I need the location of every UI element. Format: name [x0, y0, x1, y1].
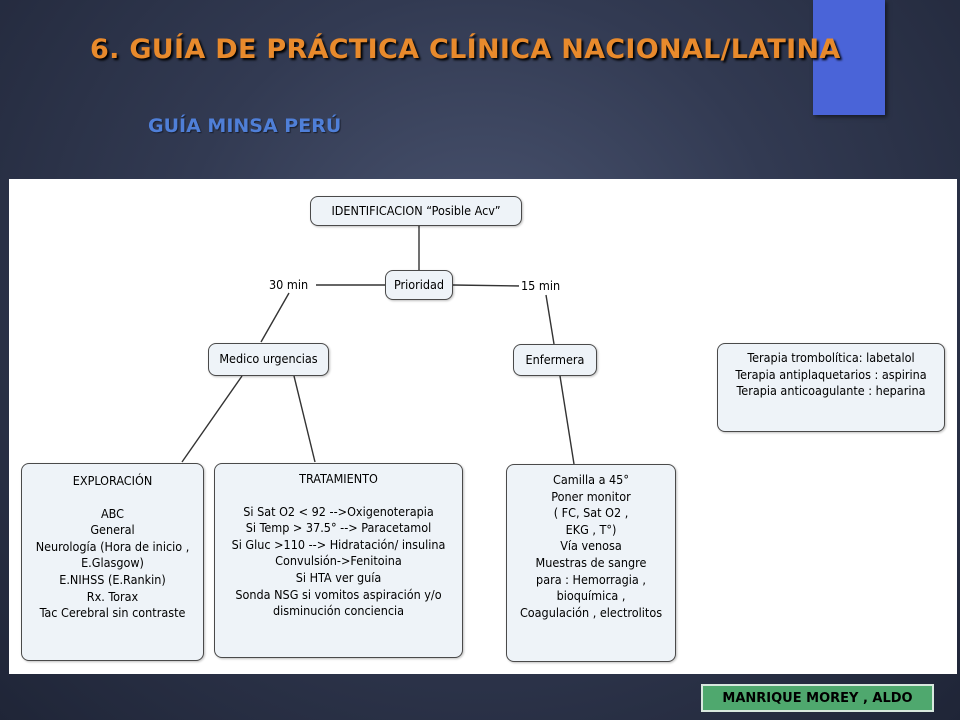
node-medico-label: Medico urgencias [219, 351, 318, 367]
node-prioridad-label: Prioridad [393, 276, 445, 292]
tratamiento-line: disminución conciencia [272, 603, 405, 619]
exploracion-line: Neurología (Hora de inicio , [35, 538, 190, 554]
tratamiento-line: Sonda NSG si vomitos aspiración y/o [235, 586, 442, 602]
enfermeria-line: EKG , T°) [565, 521, 617, 537]
node-enfermera-label: Enfermera [525, 351, 585, 367]
tratamiento-line: Si Gluc >110 --> Hidratación/ insulina [231, 536, 446, 552]
exploracion-line: Tac Cerebral sin contraste [39, 605, 186, 621]
enfermeria-line: Camilla a 45° [553, 472, 629, 487]
exploracion-line: E.Glasgow) [81, 555, 144, 571]
tratamiento-line: Convulsión->Fenitoina [275, 553, 402, 569]
node-medico-urgencias: Medico urgencias [208, 343, 329, 376]
node-prioridad: Prioridad [385, 270, 453, 300]
tratamiento-heading: TRATAMIENTO [299, 471, 378, 486]
node-exploracion: EXPLORACIÓN ABC General Neurología (Hora… [21, 463, 204, 661]
flowchart-panel: IDENTIFICACION “Posible Acv” Prioridad 3… [9, 179, 957, 674]
node-terapia: Terapia trombolítica: labetalol Terapia … [717, 343, 945, 432]
connector-prioridad-15min [452, 284, 522, 287]
exploracion-line: ABC [100, 505, 125, 521]
link-label-30min: 30 min [267, 277, 311, 292]
enfermeria-line: ( FC, Sat O2 , [553, 505, 629, 521]
enfermeria-line: para : Hemorragia , [536, 571, 646, 587]
enfermeria-line: Poner monitor [551, 488, 631, 504]
tratamiento-line: Si Sat O2 < 92 -->Oxigenoterapia [243, 503, 434, 519]
tratamiento-line: Si HTA ver guía [295, 569, 382, 585]
exploracion-line: Rx. Torax [86, 588, 139, 604]
terapia-line: Terapia trombolítica: labetalol [747, 350, 915, 365]
connector-lines [181, 225, 575, 465]
enfermeria-line: bioquímica , [556, 588, 626, 604]
enfermeria-line: Vía venosa [560, 538, 622, 554]
enfermeria-line: Coagulación , electrolitos [519, 604, 663, 620]
node-enfermera: Enfermera [513, 344, 597, 376]
terapia-line: Terapia anticoagulante : heparina [736, 383, 926, 399]
enfermeria-line: Muestras de sangre [535, 554, 647, 570]
link-label-15min: 15 min [519, 278, 563, 293]
exploracion-heading: EXPLORACIÓN [72, 473, 153, 488]
tratamiento-line: Si Temp > 37.5° --> Paracetamol [245, 520, 432, 536]
author-box: MANRIQUE MOREY , ALDO [701, 684, 934, 712]
connector-enfermera-enfermeria [559, 375, 575, 465]
node-identificacion: IDENTIFICACION “Posible Acv” [310, 196, 522, 226]
node-enfermeria: Camilla a 45° Poner monitor ( FC, Sat O2… [506, 464, 676, 662]
slide-subtitle: GUÍA MINSA PERÚ [148, 115, 342, 137]
slide-title: 6. GUÍA DE PRÁCTICA CLÍNICA NACIONAL/LAT… [90, 34, 841, 65]
accent-bar [813, 0, 885, 115]
exploracion-line: E.NIHSS (E.Rankin) [59, 571, 166, 587]
author-name: MANRIQUE MOREY , ALDO [722, 690, 913, 706]
terapia-line: Terapia antiplaquetarios : aspirina [735, 366, 927, 382]
node-tratamiento: TRATAMIENTO Si Sat O2 < 92 -->Oxigenoter… [214, 463, 463, 658]
connector-15min-enfermera [545, 294, 555, 345]
node-identificacion-label: IDENTIFICACION “Posible Acv” [331, 202, 501, 218]
connector-medico-tratamiento [293, 375, 316, 463]
connector-30min-medico [260, 292, 290, 343]
connector-medico-exploracion [181, 375, 243, 463]
exploracion-line: General [90, 522, 135, 538]
